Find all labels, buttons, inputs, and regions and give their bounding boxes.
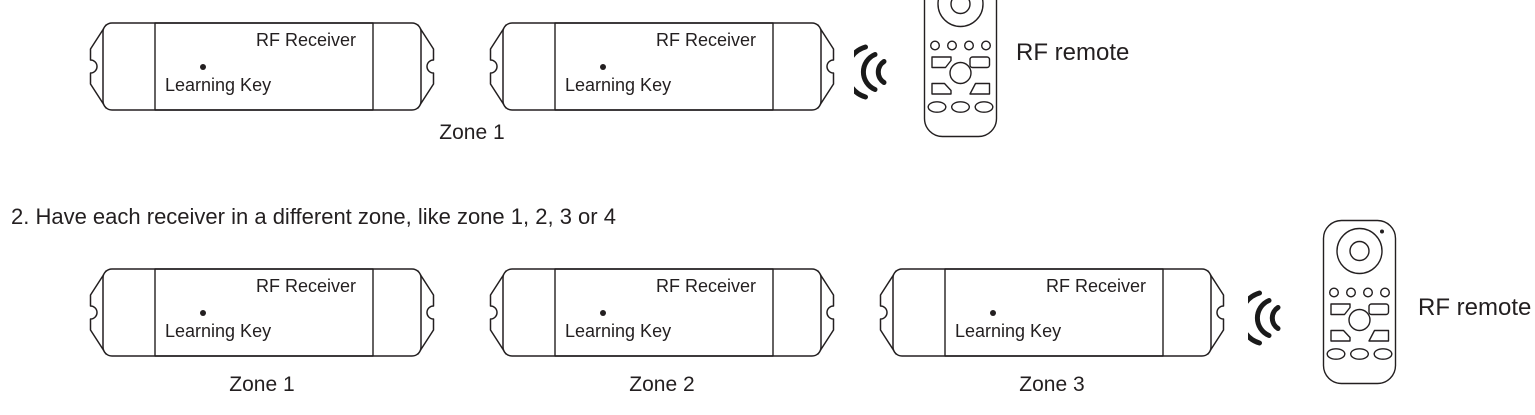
learning-key-dot — [600, 64, 606, 70]
button-lower-right — [1368, 329, 1390, 342]
mount-ear-right — [417, 24, 435, 109]
led-dot — [1380, 229, 1384, 234]
receiver-label-panel — [154, 22, 374, 111]
rf-remote-device — [1322, 219, 1397, 385]
button-upper-right — [969, 56, 991, 69]
bottom-pill-buttons — [927, 101, 994, 113]
learning-key-dot — [990, 310, 996, 316]
rf-receiver-device: RF Receiver Learning Key — [86, 20, 438, 117]
learning-key-label: Learning Key — [165, 321, 272, 341]
remote-label: RF remote — [1016, 39, 1130, 66]
mount-ear-left — [489, 24, 507, 109]
learning-key-label: Learning Key — [565, 75, 672, 95]
receiver-drawing — [89, 268, 435, 357]
rf-receiver-device: RF Receiver Learning Key — [486, 20, 838, 117]
button-upper-right — [1368, 303, 1390, 316]
remote-label: RF remote — [1418, 294, 1532, 321]
mount-ear-left — [489, 270, 507, 355]
receiver-drawing — [879, 268, 1225, 357]
learning-key-label: Learning Key — [165, 75, 272, 95]
button-lower-left — [931, 82, 952, 95]
receiver-label-panel — [944, 268, 1164, 357]
receiver-title: RF Receiver — [255, 276, 356, 296]
rf-receiver-device: RF Receiver Learning Key — [86, 266, 438, 363]
receiver-drawing — [489, 22, 835, 111]
button-upper-left — [931, 56, 952, 69]
rf-receiver-device: RF Receiver Learning Key — [876, 266, 1228, 363]
zone-select-buttons — [929, 40, 992, 51]
rf-signal-icon — [854, 44, 887, 100]
learning-key-dot — [200, 310, 206, 316]
rf-remote-device — [923, 0, 998, 138]
button-lower-left — [1330, 329, 1351, 342]
button-upper-left — [1330, 303, 1351, 316]
receiver-drawing — [489, 268, 835, 357]
dial-center-button — [950, 0, 971, 15]
learning-key-label: Learning Key — [955, 321, 1062, 341]
receiver-title: RF Receiver — [1045, 276, 1146, 296]
receiver-label-panel — [554, 22, 774, 111]
mount-ear-right — [817, 24, 835, 109]
button-lower-right — [969, 82, 991, 95]
mount-ear-right — [1207, 270, 1225, 355]
learning-key-dot — [600, 310, 606, 316]
receiver-label-panel — [554, 268, 774, 357]
dial-center-button — [1349, 240, 1370, 262]
zone-select-buttons — [1328, 287, 1391, 298]
rf-receiver-device: RF Receiver Learning Key — [486, 266, 838, 363]
zone-label: Zone 1 — [229, 373, 295, 396]
mount-ear-right — [817, 270, 835, 355]
mount-ear-left — [89, 24, 107, 109]
mount-ear-left — [89, 270, 107, 355]
receiver-title: RF Receiver — [655, 30, 756, 50]
bottom-pill-buttons — [1326, 348, 1393, 360]
zone-label: Zone 1 — [439, 121, 505, 144]
zone-label: Zone 2 — [629, 373, 695, 396]
mount-ear-right — [417, 270, 435, 355]
remote-drawing — [1322, 219, 1397, 385]
receiver-drawing — [89, 22, 435, 111]
learning-key-label: Learning Key — [565, 321, 672, 341]
button-center-round — [1348, 308, 1371, 332]
receiver-title: RF Receiver — [255, 30, 356, 50]
mount-ear-left — [879, 270, 897, 355]
receiver-title: RF Receiver — [655, 276, 756, 296]
learning-key-dot — [200, 64, 206, 70]
rf-signal-icon — [1248, 290, 1281, 346]
receiver-label-panel — [154, 268, 374, 357]
remote-drawing — [923, 0, 998, 138]
zone-label: Zone 3 — [1019, 373, 1085, 396]
section-heading: 2. Have each receiver in a different zon… — [11, 204, 616, 229]
button-center-round — [949, 61, 972, 85]
